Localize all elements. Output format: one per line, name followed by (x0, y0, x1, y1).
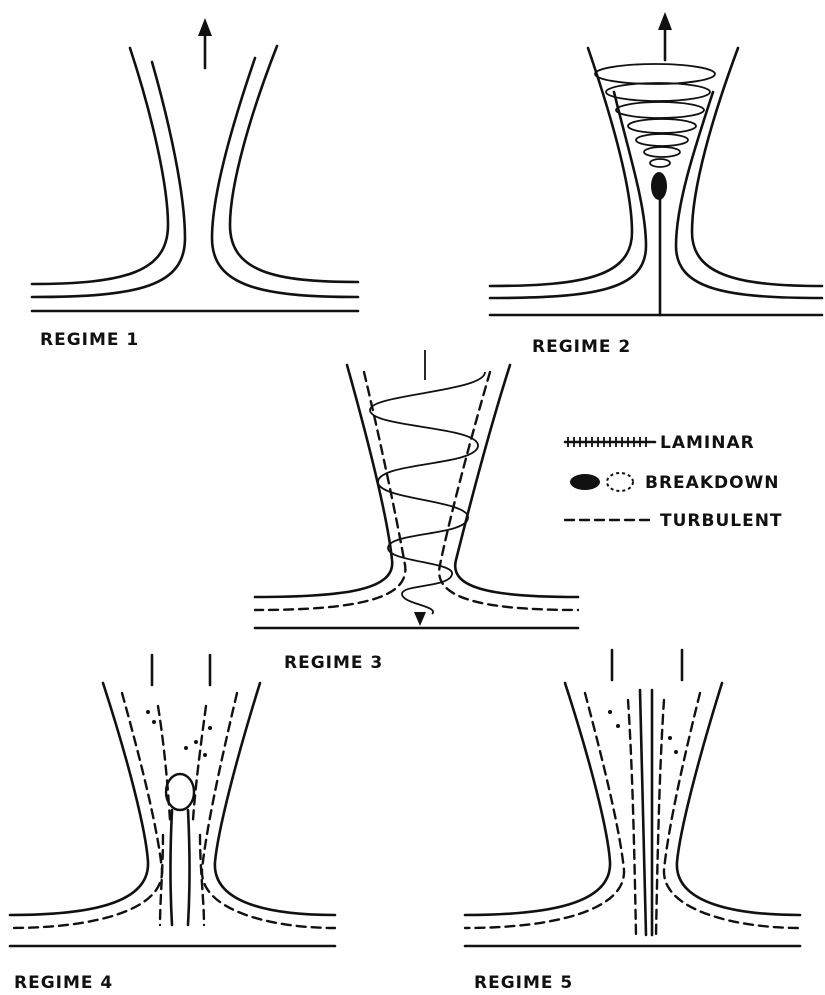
legend-laminar-symbol (565, 437, 655, 447)
regime-3-label: REGIME 3 (284, 653, 383, 673)
regime-1-streamlines (32, 46, 358, 311)
regime-1-panel: REGIME 1 (32, 18, 358, 350)
regime-4-panel: REGIME 4 (10, 655, 335, 993)
regime-4-flow-arrows (152, 655, 210, 685)
regime-5-flow-arrows (612, 650, 682, 680)
legend-laminar-label: LAMINAR (660, 433, 755, 453)
regime-1-label: REGIME 1 (40, 330, 139, 350)
breakdown-bubble-outline-icon (166, 774, 194, 810)
legend-turbulent-label: TURBULENT (660, 511, 783, 531)
legend-breakdown-label: BREAKDOWN (645, 473, 780, 493)
regime-2-spiral (595, 64, 715, 167)
regime-2-flow-arrow (658, 12, 672, 60)
regime-5-panel: REGIME 5 (465, 650, 800, 993)
legend-breakdown-symbol (570, 473, 633, 491)
regime-3-panel: REGIME 3 (255, 350, 578, 673)
regime-5-label: REGIME 5 (474, 973, 573, 993)
regime-3-streamlines (255, 365, 578, 628)
regime-4-label: REGIME 4 (14, 973, 113, 993)
regime-4-wake (146, 706, 212, 925)
regime-5-wake (608, 690, 678, 935)
legend: LAMINAR BREAKDOWN TURBULENT (565, 433, 783, 531)
regime-2-panel: REGIME 2 (490, 12, 822, 357)
breakdown-bubble-icon (651, 172, 667, 200)
regime-2-label: REGIME 2 (532, 337, 631, 357)
regime-1-flow-arrow (198, 18, 212, 68)
